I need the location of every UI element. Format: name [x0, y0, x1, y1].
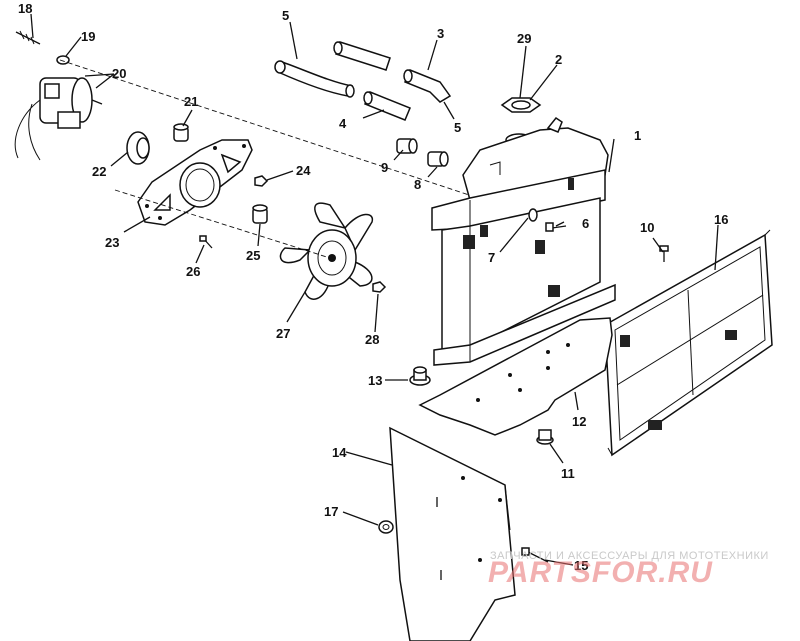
grommet-11	[536, 429, 554, 445]
callout-3: 3	[437, 26, 444, 41]
bolt-6	[545, 222, 567, 232]
callout-15: 15	[574, 558, 588, 573]
cooling-fan-27	[279, 202, 374, 300]
callout-28: 28	[365, 332, 379, 347]
nut-28	[372, 281, 387, 293]
callout-13: 13	[368, 373, 382, 388]
callout-8: 8	[414, 177, 421, 192]
callout-11: 11	[561, 466, 575, 481]
hose-3	[333, 41, 391, 71]
hose-4	[363, 91, 411, 121]
grille-screen-16	[599, 229, 773, 457]
leader-lines	[30, 13, 719, 566]
callout-4: 4	[339, 116, 347, 131]
callout-26: 26	[186, 264, 200, 279]
fan-motor	[14, 77, 103, 161]
radiator-cap-29	[500, 97, 542, 113]
callout-16: 16	[714, 212, 728, 227]
callout-24: 24	[296, 163, 311, 178]
callout-14: 14	[332, 445, 347, 460]
washer-7	[528, 208, 538, 222]
callout-5-lower: 5	[454, 120, 461, 135]
washer-17	[378, 520, 394, 534]
callout-25: 25	[246, 248, 260, 263]
callout-10: 10	[640, 220, 654, 235]
callout-1: 1	[634, 128, 641, 143]
assembly-axis-lower	[114, 189, 331, 259]
callout-21: 21	[184, 94, 198, 109]
clamp-9	[396, 138, 418, 154]
fan-bracket-23	[137, 139, 253, 226]
callout-9: 9	[381, 160, 388, 175]
callout-22: 22	[92, 164, 106, 179]
screw-18	[15, 30, 41, 45]
spacer-21	[173, 123, 189, 142]
callout-7: 7	[488, 250, 495, 265]
callout-17: 17	[324, 504, 338, 519]
grommet-13	[409, 366, 431, 386]
elbow-5-lower	[403, 69, 452, 103]
callout-18: 18	[18, 1, 32, 16]
screw-26	[199, 235, 213, 249]
callout-27: 27	[276, 326, 290, 341]
callout-6: 6	[582, 216, 589, 231]
callout-20: 20	[112, 66, 126, 81]
callout-29: 29	[517, 31, 531, 46]
damper-22	[126, 131, 150, 165]
hose-5-upper	[274, 60, 355, 98]
watermark-logo: PARTSFOR.RU	[488, 556, 713, 589]
spacer-25	[252, 204, 268, 224]
radiator-1	[431, 116, 616, 366]
screw-15	[521, 547, 549, 563]
mounting-plate-12	[418, 317, 613, 436]
callout-19: 19	[81, 29, 95, 44]
callout-5-upper: 5	[282, 8, 289, 23]
callout-23: 23	[105, 235, 119, 250]
watermark-subtitle: ЗАПЧАСТИ И АКСЕССУАРЫ ДЛЯ МОТОТЕХНИКИ	[490, 550, 769, 562]
nut-24	[254, 175, 269, 187]
callout-12: 12	[572, 414, 586, 429]
callout-2: 2	[555, 52, 562, 67]
washer-19	[56, 55, 70, 65]
clamp-8	[427, 151, 449, 167]
side-panel-14	[389, 426, 516, 641]
